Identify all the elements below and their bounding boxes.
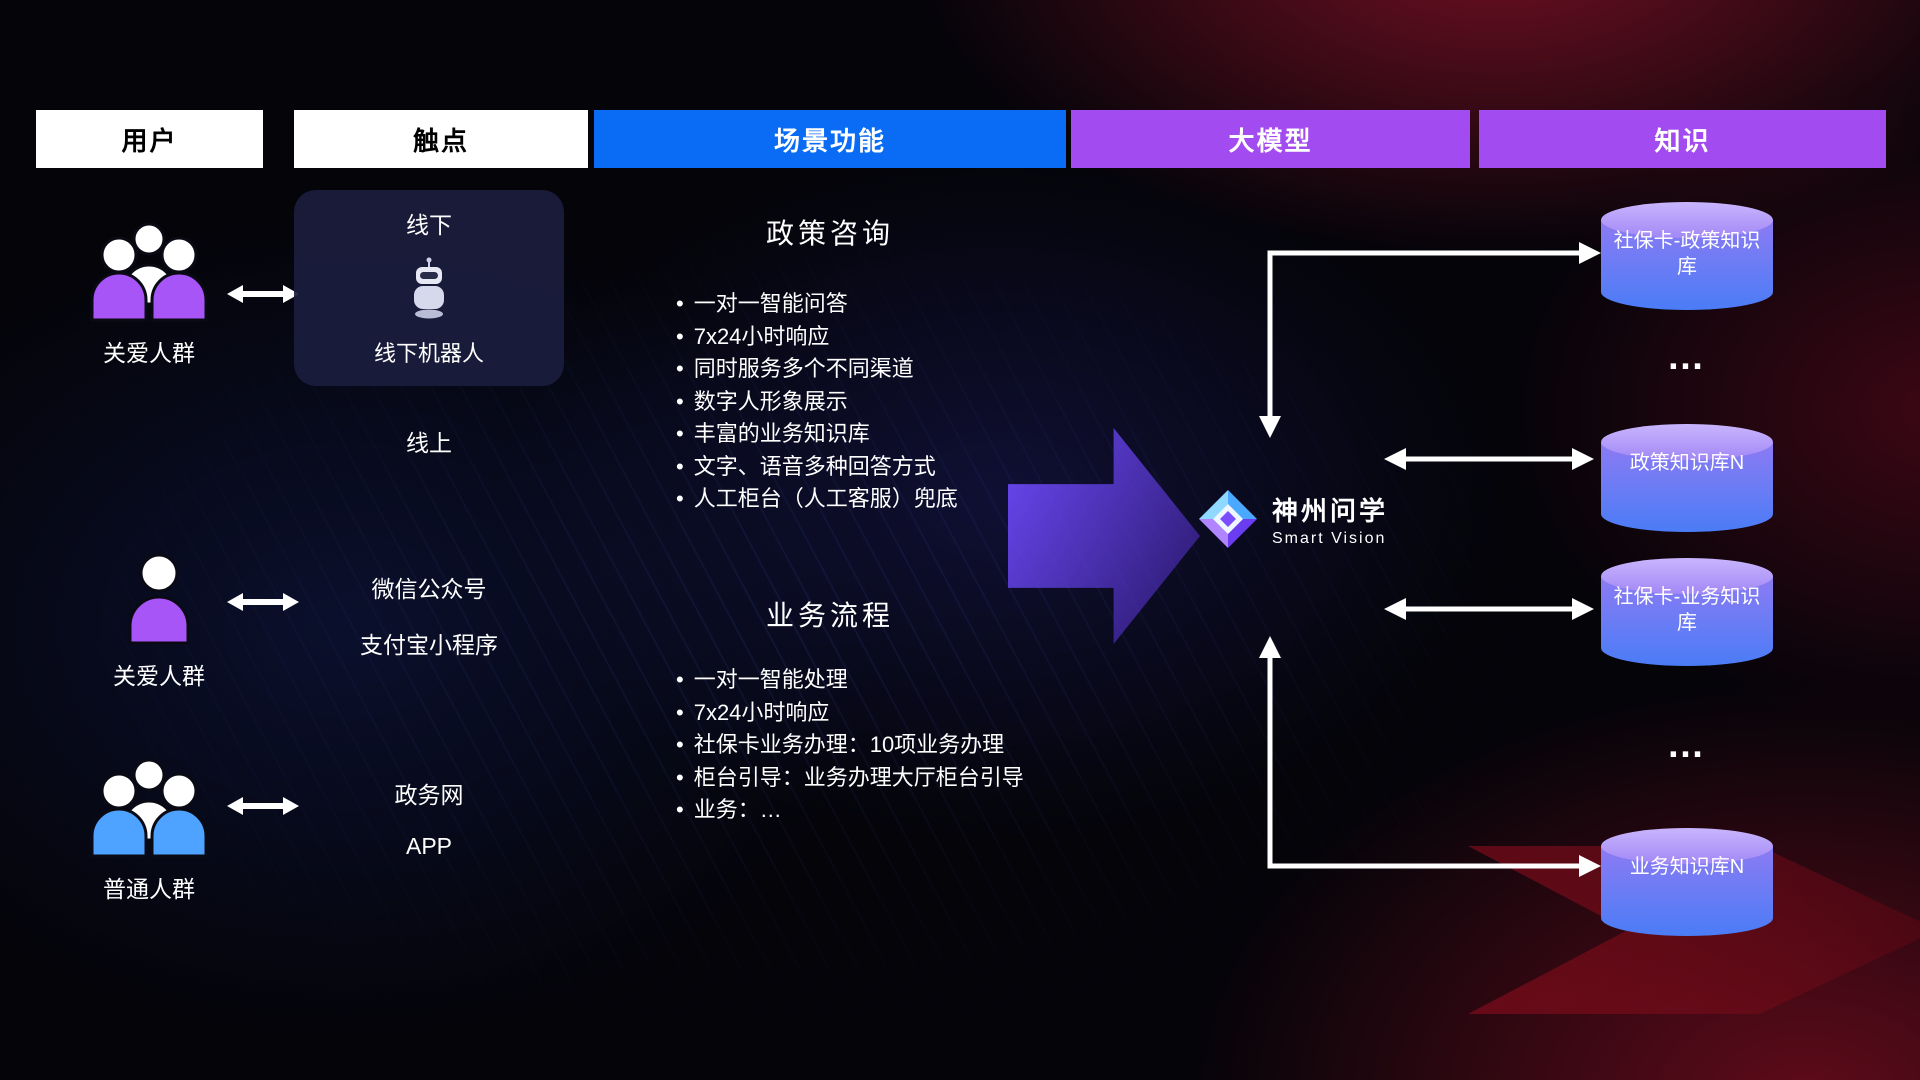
offline-label: 线下	[406, 212, 452, 238]
scenario-bullet: 7x24小时响应	[676, 321, 1106, 354]
kb-business-n: 业务知识库N	[1601, 828, 1773, 936]
offline-touchpoint-card: 线下 线下机器人	[294, 190, 564, 386]
ellipsis-more-kb: …	[1666, 336, 1708, 378]
kb-label: 社保卡-政策知识库	[1613, 230, 1761, 278]
people-group-icon	[90, 758, 208, 858]
scenario-title-business: 业务流程	[765, 600, 894, 631]
scenario-bullet: 同时服务多个不同渠道	[676, 353, 1106, 386]
database-icon-top	[1601, 424, 1773, 460]
scenario-bullet: 7x24小时响应	[676, 697, 1106, 730]
channel-wechat: 微信公众号	[371, 576, 487, 602]
diamond-logo-icon	[1199, 490, 1257, 548]
user-label: 关爱人群	[113, 663, 205, 689]
user-label: 普通人群	[103, 876, 195, 902]
kb-social-policy: 社保卡-政策知识库	[1601, 202, 1773, 310]
kb-label: 政策知识库N	[1629, 452, 1745, 474]
user-label: 关爱人群	[103, 340, 195, 366]
header-col-touchpoints: 触点	[294, 110, 588, 168]
bidirectional-arrow-icon	[227, 285, 299, 303]
scenario-bullet: 一对一智能问答	[676, 288, 1106, 321]
brand-name: 神州问学	[1272, 495, 1389, 526]
channel-alipay: 支付宝小程序	[360, 632, 498, 658]
scenario-bullet: 文字、语音多种回答方式	[676, 451, 1106, 484]
scenario-bullet: 数字人形象展示	[676, 386, 1106, 419]
kb-social-business: 社保卡-业务知识库	[1601, 558, 1773, 666]
bidirectional-arrow-icon	[227, 797, 299, 815]
channel-app: APP	[405, 833, 453, 859]
user-care-group-2: 关爱人群	[113, 550, 205, 691]
kb-label: 业务知识库N	[1629, 856, 1745, 878]
scenario-bullet: 丰富的业务知识库	[676, 418, 1106, 451]
header-col-users: 用户	[36, 110, 263, 168]
scenario-bullet: 业务：…	[676, 794, 1106, 827]
scenario-bullet: 一对一智能处理	[676, 664, 1106, 697]
scenario-bullet: 社保卡业务办理：10项业务办理	[676, 729, 1106, 762]
channel-govweb: 政务网	[394, 782, 464, 808]
kb-label: 社保卡-业务知识库	[1613, 586, 1761, 634]
person-icon	[128, 553, 190, 645]
header-col-scenarios: 场景功能	[594, 110, 1066, 168]
scenario-bullet: 柜台引导：业务办理大厅柜台引导	[676, 762, 1106, 795]
header-col-knowledge: 知识	[1479, 110, 1886, 168]
user-general-group: 普通人群	[84, 752, 214, 904]
online-label: 线上	[406, 430, 452, 456]
scenario-title-policy: 政策咨询	[765, 218, 894, 249]
user-care-group-1: 关爱人群	[84, 216, 214, 368]
kb-policy-n: 政策知识库N	[1601, 424, 1773, 532]
ellipsis-more-kb: …	[1666, 724, 1708, 766]
scenario-bullet: 人工柜台（人工客服）兜底	[676, 483, 1106, 516]
offline-robot-label: 线下机器人	[373, 341, 484, 366]
scenario-business-list: 一对一智能处理 7x24小时响应 社保卡业务办理：10项业务办理 柜台引导：业务…	[676, 664, 1106, 827]
robot-icon	[414, 257, 444, 319]
database-icon-top	[1601, 828, 1773, 864]
bidirectional-arrow-icon	[227, 593, 299, 611]
brand-logo: 神州问学 Smart Vision	[1196, 487, 1388, 551]
people-group-icon	[90, 222, 208, 322]
scenario-policy-list: 一对一智能问答 7x24小时响应 同时服务多个不同渠道 数字人形象展示 丰富的业…	[676, 288, 1106, 516]
header-col-model: 大模型	[1071, 110, 1470, 168]
database-icon-top	[1601, 558, 1773, 594]
brand-subtitle: Smart Vision	[1272, 529, 1387, 547]
database-icon-top	[1601, 202, 1773, 238]
brand-text: 神州问学 Smart Vision	[1272, 491, 1388, 548]
